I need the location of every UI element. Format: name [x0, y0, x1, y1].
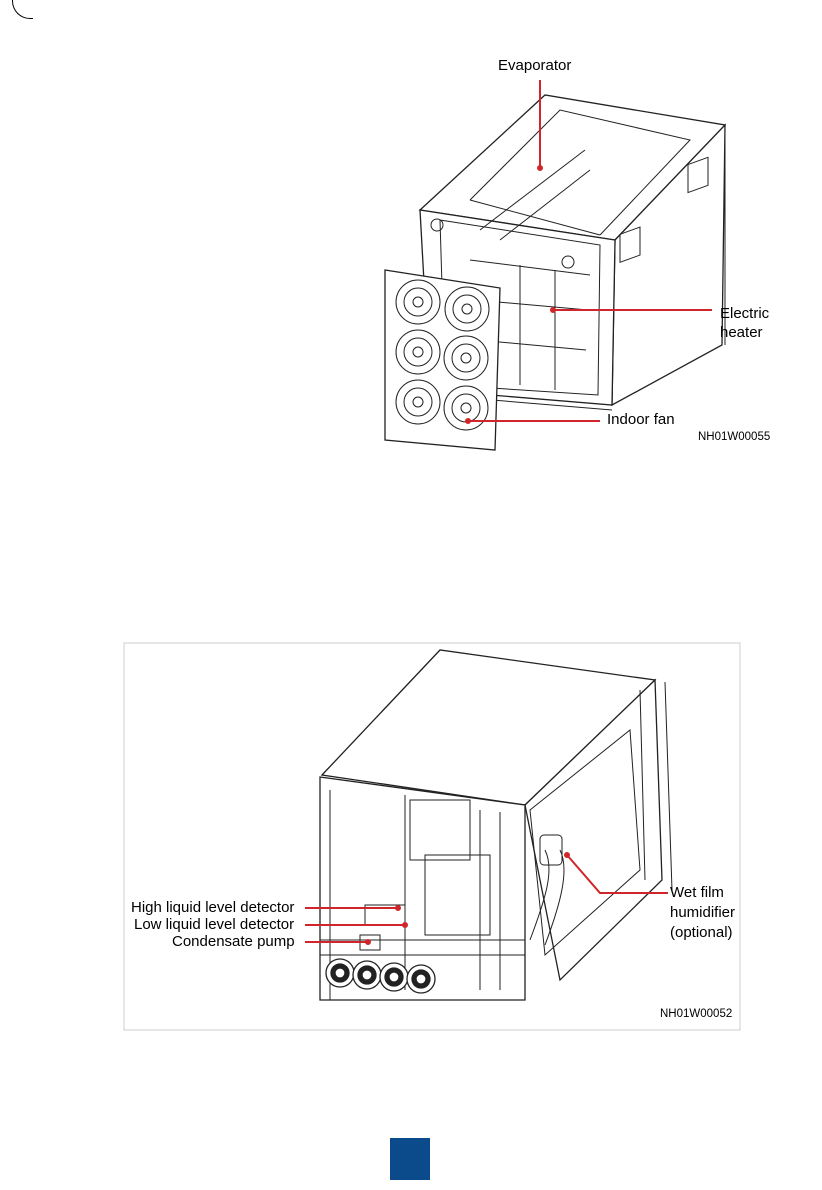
label-high-liquid-level-detector: High liquid level detector: [131, 899, 294, 917]
page-number-badge: [390, 1138, 430, 1180]
figure2-code: NH01W00052: [660, 1008, 732, 1020]
label-wet-film-line1: Wet film: [670, 884, 724, 902]
page-number: [390, 1138, 430, 1180]
label-low-liquid-level-detector: Low liquid level detector: [134, 916, 294, 934]
figure-indoor-unit-rear: High liquid level detector Low liquid le…: [0, 0, 822, 1050]
label-condensate-pump: Condensate pump: [172, 933, 295, 951]
label-wet-film-line2: humidifier: [670, 904, 735, 922]
label-wet-film-line3: (optional): [670, 924, 733, 942]
